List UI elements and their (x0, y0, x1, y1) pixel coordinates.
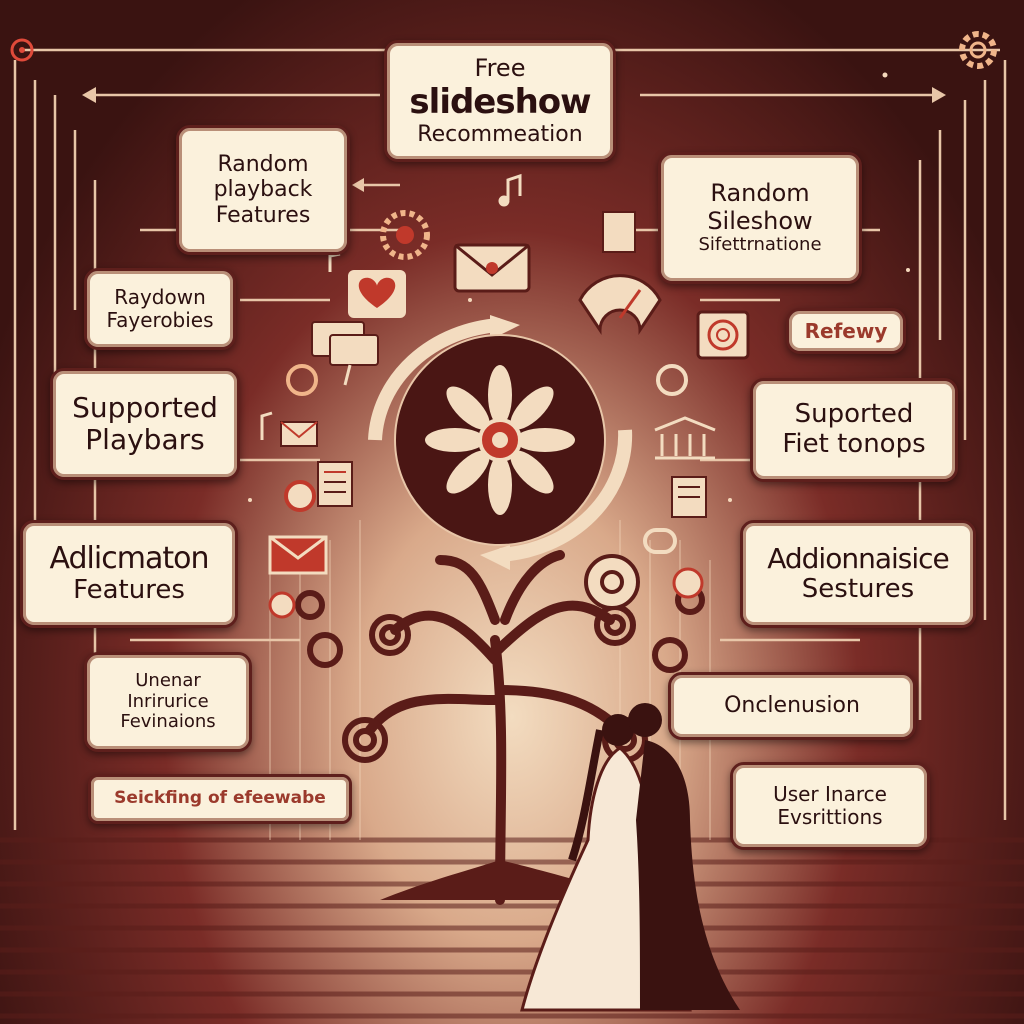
card-line: Raydown (114, 285, 206, 309)
card-line: Adlicmaton (49, 540, 210, 576)
card-unenar: Unenar Inrirurice Fevinaions (84, 652, 252, 752)
card-line: Inrirurice (127, 690, 209, 712)
rose-icon (696, 310, 750, 360)
card-random-playback: Random playback Features (176, 125, 350, 255)
tree-illustration (365, 550, 625, 905)
card-line: Playbars (85, 423, 205, 456)
card-line: Random (217, 152, 309, 178)
couple-figure (520, 703, 740, 1012)
building-icon (654, 416, 716, 460)
card-onclenusion: Onclenusion (668, 672, 916, 740)
card-line: Unenar (135, 669, 201, 691)
card-line: Evsrittions (777, 805, 883, 829)
card-user-inarce: User Inarce Evsrittions (730, 762, 930, 850)
card-line: Random (710, 179, 810, 208)
card-line: slideshow (409, 81, 591, 122)
card-line: playback (213, 177, 313, 203)
heart-icon (348, 270, 406, 318)
card-seickfing: Seickfing of efeewabe (88, 774, 352, 824)
chain-icon (643, 528, 677, 554)
arrow-head-top (490, 315, 520, 340)
card-line: Fevinaions (120, 711, 216, 733)
flower-core (492, 432, 508, 448)
card-line: Features (215, 202, 311, 228)
card-line: Addionnaisice (767, 541, 950, 575)
card-random-sileshow: Random Sileshow Sifettrnatione (658, 152, 862, 284)
card-line: Sileshow (707, 206, 813, 235)
card-supported-playbars: Supported Playbars (50, 368, 240, 480)
card-line: Fiet tonops (782, 429, 926, 459)
card-line: Refewy (804, 318, 888, 343)
card-line: Free (474, 54, 526, 82)
card-line: User Inarce (773, 782, 887, 806)
card-line: Recommeation (417, 121, 583, 147)
envelope-icon (453, 243, 531, 293)
ring-icon (268, 364, 704, 619)
small-envelope-icon (268, 421, 328, 575)
cycle-arrows-icon (368, 318, 633, 562)
card-refewy: Refewy (786, 308, 906, 354)
arrow-heads (82, 87, 946, 192)
card-line: Fayerobies (106, 308, 214, 332)
card-line: Features (73, 575, 185, 606)
card-line: Supported (72, 390, 218, 424)
card-raydown: Raydown Fayerobies (84, 268, 236, 350)
card-suported-fiet: Suported Fiet tonops (750, 378, 958, 482)
sun-gear-icon (10, 38, 34, 62)
card-addionnaisice: Addionnaisice Sestures (740, 520, 976, 628)
arrow-head-bottom (480, 545, 510, 570)
flower-icon (425, 365, 575, 515)
card-line: Suported (794, 399, 914, 430)
card-line: Onclenusion (724, 693, 860, 719)
card-line: Sestures (801, 574, 915, 605)
card-line: Sifettrnatione (698, 234, 822, 256)
gear-icon (959, 31, 997, 69)
card-line: Seickfing of efeewabe (114, 788, 326, 809)
sun-ornament-icon (380, 210, 430, 260)
document-icon (317, 211, 707, 518)
floor-stripes (0, 837, 1024, 1019)
card-free-slideshow: Free slideshow Recommeation (384, 40, 616, 162)
card-adlicmaton: Adlicmaton Features (20, 520, 238, 628)
gauge-icon (578, 274, 662, 335)
folder-icon (311, 321, 379, 366)
